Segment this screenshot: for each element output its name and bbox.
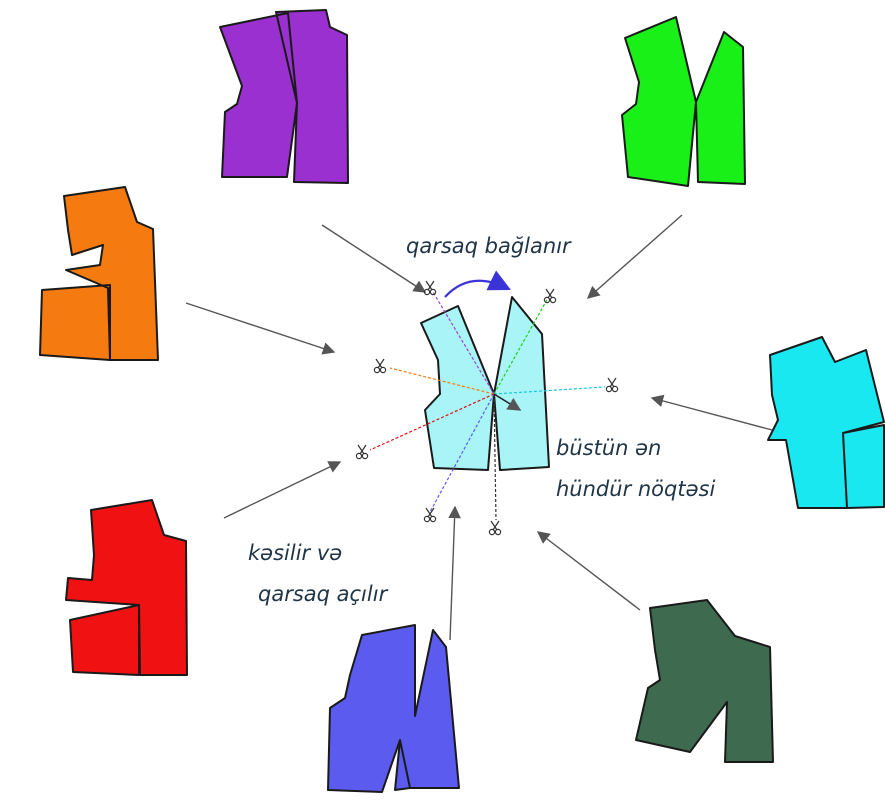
arrow-icon xyxy=(185,302,336,355)
pattern-piece-orange xyxy=(39,186,159,361)
pointer-arrows xyxy=(185,214,773,641)
closed-dart-arrow-icon xyxy=(444,270,511,298)
scissors-icon xyxy=(605,377,619,393)
scissors-icon xyxy=(423,507,437,523)
pattern-piece-green xyxy=(621,16,746,187)
bodice-piece-cyan xyxy=(767,336,885,509)
scissors-icon xyxy=(488,520,502,536)
pattern-piece-blue xyxy=(327,624,460,793)
scissors-icon xyxy=(423,280,437,296)
arrow-icon xyxy=(650,394,773,431)
scissors-icon xyxy=(355,444,369,460)
arrow-icon xyxy=(536,531,641,611)
label-cut-open-line2: qarsaq açılır xyxy=(258,582,389,606)
arrow-icon xyxy=(586,214,683,299)
scissors-icon xyxy=(543,288,557,304)
cut-line-green xyxy=(493,297,549,395)
bust-point-pointer xyxy=(493,393,522,411)
central-pattern-piece xyxy=(369,291,606,521)
arrow-icon xyxy=(448,505,461,641)
cut-line-red xyxy=(369,393,495,451)
bodice-piece-center xyxy=(420,296,550,471)
cut-line-orange xyxy=(389,367,495,395)
cut-line-darkgreen xyxy=(493,393,497,521)
pattern-piece-cyan xyxy=(767,336,885,509)
label-dart-closed: qarsaq bağlanır xyxy=(406,234,572,258)
pattern-piece-purple xyxy=(219,9,349,184)
scissors-group xyxy=(355,280,619,536)
scissors-icon xyxy=(373,358,387,374)
bodice-piece-darkgreen xyxy=(635,599,774,763)
label-bust-point-line2: hündür nöqtəsi xyxy=(556,477,715,501)
label-bust-point-line1: büstün ən xyxy=(556,436,661,460)
bodice-piece-purple xyxy=(219,9,349,184)
bodice-piece-green xyxy=(621,16,746,187)
bodice-piece-blue xyxy=(327,624,460,793)
arrow-icon xyxy=(223,461,342,519)
cut-line-blue xyxy=(429,393,495,513)
cut-line-cyan xyxy=(493,386,606,395)
arrow-icon xyxy=(321,224,427,293)
bodice-piece-red xyxy=(65,499,188,676)
bodice-piece-orange xyxy=(39,186,159,361)
pattern-piece-darkgreen xyxy=(635,599,774,763)
label-cut-open-line1: kəsilir və xyxy=(248,541,342,565)
pattern-piece-red xyxy=(65,499,188,676)
